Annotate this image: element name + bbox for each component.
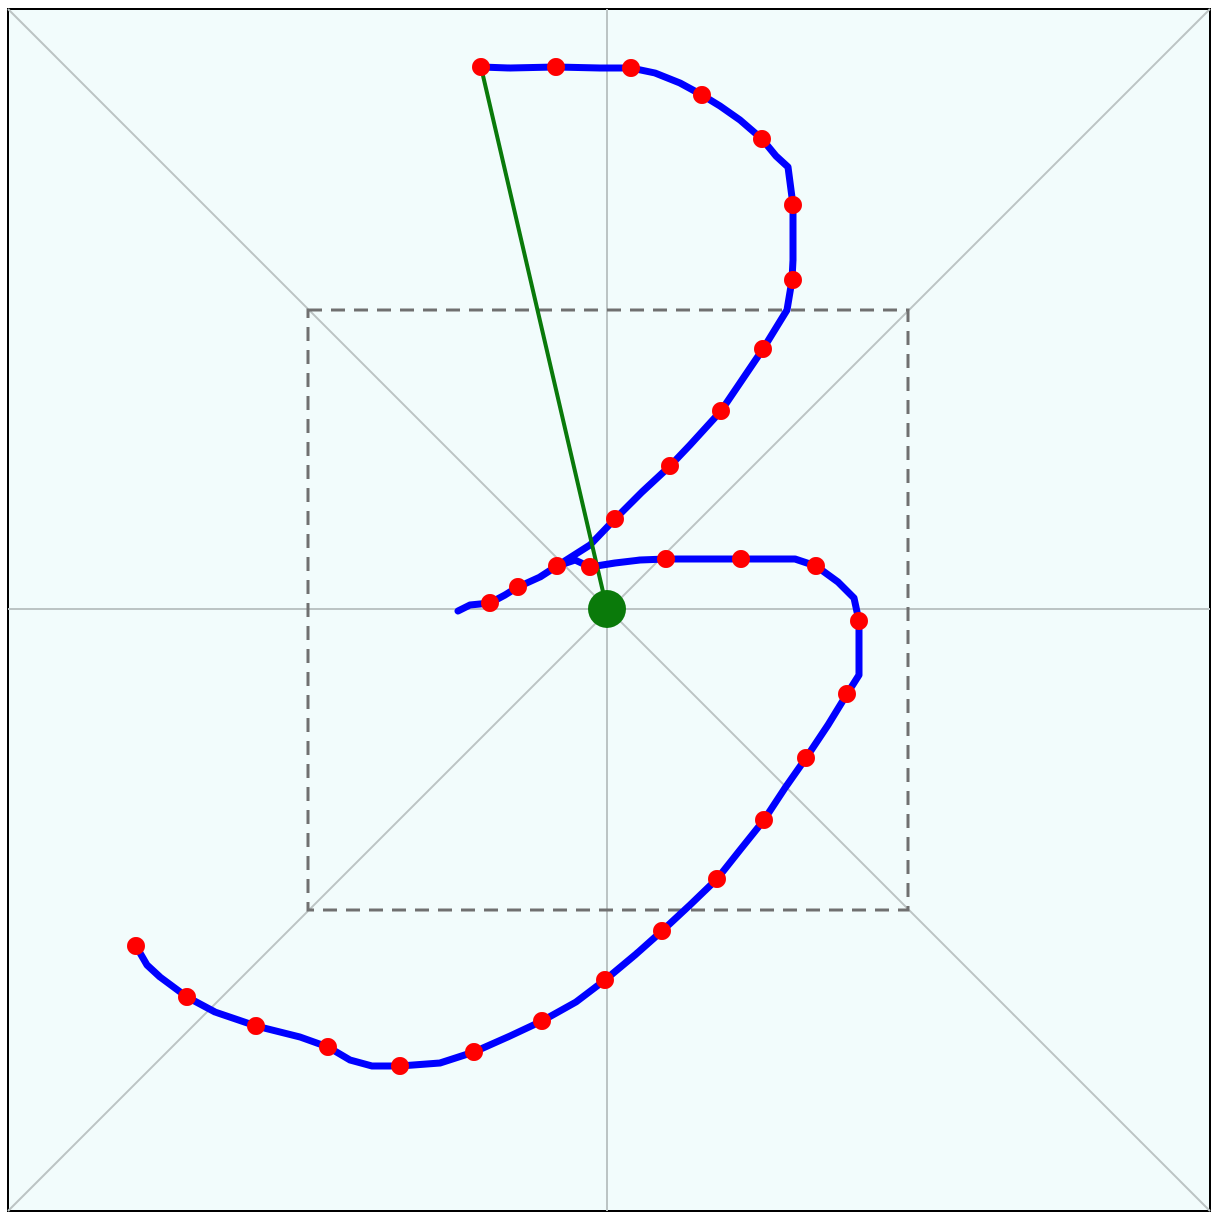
stroke-point — [548, 557, 566, 575]
stroke-point — [732, 550, 750, 568]
stroke-point — [807, 557, 825, 575]
center-point — [588, 590, 626, 628]
stroke-point — [622, 59, 640, 77]
stroke-point — [784, 196, 802, 214]
stroke-point — [653, 922, 671, 940]
stroke-point — [481, 594, 499, 612]
inner-dashed-box — [306, 308, 910, 912]
stroke-point — [178, 988, 196, 1006]
stroke-point — [754, 340, 772, 358]
stroke-point — [693, 86, 711, 104]
stroke-point — [127, 937, 145, 955]
stroke-point — [784, 271, 802, 289]
stroke-point — [391, 1057, 409, 1075]
stroke-point — [465, 1043, 483, 1061]
stroke-point — [708, 870, 726, 888]
stroke-point — [753, 130, 771, 148]
stroke-point — [850, 612, 868, 630]
stroke-points — [127, 58, 868, 1075]
stroke-point — [472, 58, 490, 76]
stroke-point — [661, 457, 679, 475]
stroke-point — [533, 1012, 551, 1030]
stroke-point — [712, 402, 730, 420]
stroke-point — [606, 510, 624, 528]
stroke-point — [319, 1038, 337, 1056]
radius-line — [479, 66, 609, 610]
stroke-point — [657, 550, 675, 568]
stroke-point — [596, 971, 614, 989]
stroke-point — [247, 1017, 265, 1035]
stroke-point — [838, 685, 856, 703]
stroke-point — [547, 58, 565, 76]
stroke-point — [755, 811, 773, 829]
stroke-point — [581, 558, 599, 576]
stroke-point — [509, 578, 527, 596]
stroke-point — [797, 749, 815, 767]
